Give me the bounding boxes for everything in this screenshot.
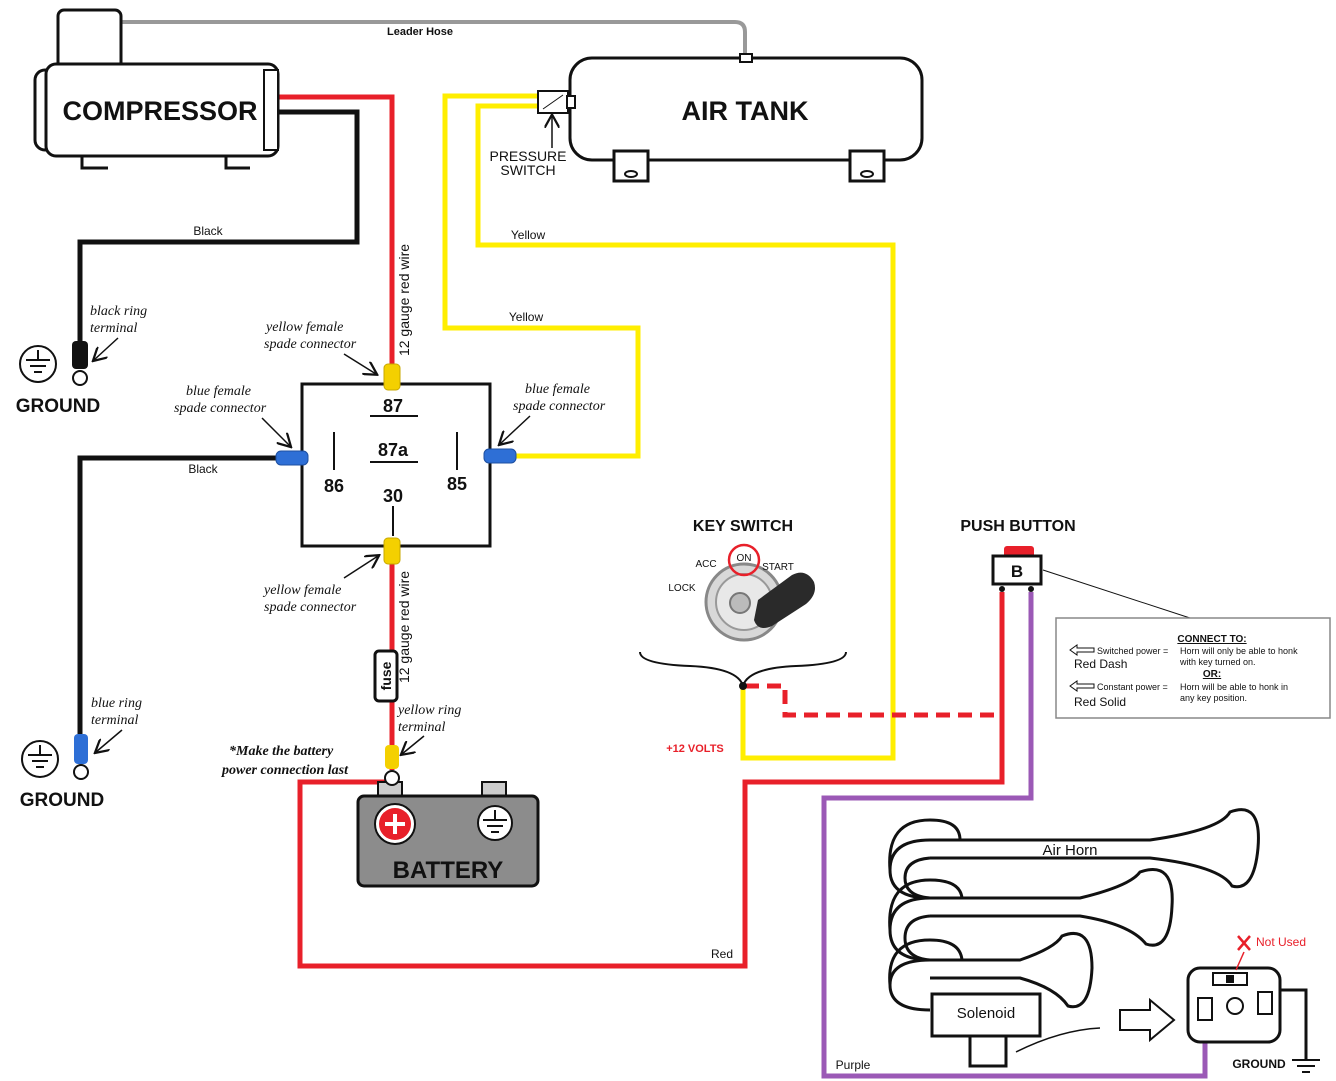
black-mid-label: Black [188,462,218,476]
legend-or: OR: [1203,669,1221,680]
yellow-female-bottom-label-2: spade connector [264,600,357,615]
red-wire-pushbutton [297,592,1005,969]
ground-icon [21,740,59,778]
red-wire-label-bottom: 12 gauge red wire [396,571,412,683]
key-icon [754,572,815,628]
air-tank: AIR TANK [568,53,924,183]
key-acc-label: ACC [695,559,716,570]
legend-switched-desc-1: Horn will only be able to honk [1180,646,1298,656]
black-top-label: Black [193,224,223,238]
black-ring-label-1: black ring [90,304,147,319]
not-used-label: Not Used [1256,935,1306,949]
relay-pin-30: 30 [383,486,403,506]
leader-hose-label: Leader Hose [387,26,453,38]
key-lock-label: LOCK [668,583,696,594]
ground-3-label: GROUND [1232,1057,1286,1071]
yellow-ring-terminal [385,745,399,769]
push-button-letter: B [1011,562,1023,581]
yellow-top-label: Yellow [511,228,546,242]
purple-label: Purple [836,1058,871,1072]
black-ring-label-2: terminal [90,321,138,336]
air-tank-label: AIR TANK [682,96,809,126]
plus-12v-label: +12 VOLTS [666,743,724,755]
relay-pin-87a: 87a [378,440,409,460]
air-horn [888,808,1260,1012]
ground-2: GROUND [20,734,104,811]
push-button-label: PUSH BUTTON [960,518,1075,535]
yellow-wire-key [475,103,896,761]
battery-note-2: power connection last [221,763,349,778]
relay: 87 87a 86 85 30 [300,382,492,548]
key-switch: KEY SWITCH ON ACC START LOCK [639,518,847,690]
legend-title: CONNECT TO: [1177,634,1246,645]
red-wire-label-top: 12 gauge red wire [396,244,412,356]
yellow-wire-relay [442,93,641,459]
blue-female-right-label-1: blue female [525,382,590,397]
leader-hose [122,20,747,58]
legend-switched-desc-2: with key turned on. [1179,657,1256,667]
red-wire-compressor [275,94,395,370]
red-bottom-label: Red [711,947,733,961]
blue-connector-right [483,448,517,464]
legend-constant-label: Constant power = [1097,682,1168,692]
red-dash-wire [745,683,1002,718]
black-wire-compressor [77,109,360,345]
blue-female-left-label-2: spade connector [174,401,267,416]
ground-icon [19,345,57,383]
yellow-female-top-label-1: yellow female [264,320,343,335]
ground-2-label: GROUND [20,790,104,811]
blue-ring-label-2: terminal [91,713,139,728]
yellow-female-bottom-label-1: yellow female [262,583,341,598]
relay-pin-85: 85 [447,474,467,494]
blue-connector-left [275,450,309,466]
yellow-female-top-label-2: spade connector [264,337,357,352]
blue-female-right-label-2: spade connector [513,399,606,414]
compressor: COMPRESSOR [33,8,280,170]
battery-label: BATTERY [393,857,504,884]
legend-red-dash: Red Dash [1074,657,1127,671]
solenoid-terminal: Not Used GROUND [1186,935,1320,1073]
solenoid-ground-wire [1270,988,1308,1060]
blue-ring-label-1: blue ring [91,696,142,711]
yellow-connector-top [383,363,401,391]
key-start-label: START [762,562,794,573]
legend-constant-desc-2: any key position. [1180,693,1247,703]
arrow-right-icon [1119,997,1176,1043]
pressure-switch-label-2: SWITCH [500,162,555,178]
fuse-label: fuse [378,661,394,690]
fuse: fuse [373,649,399,703]
compressor-label: COMPRESSOR [62,96,257,126]
purple-wire [821,592,1208,1079]
battery: BATTERY [356,781,540,888]
relay-pin-87: 87 [383,396,403,416]
not-used-x-icon [1237,935,1251,951]
legend-constant-desc-1: Horn will be able to honk in [1180,682,1288,692]
solenoid: Solenoid [930,992,1176,1068]
ground-1: GROUND [16,341,100,417]
blue-female-left-label-1: blue female [186,384,251,399]
legend-box: CONNECT TO: Switched power = Horn will o… [1055,617,1331,719]
solenoid-label: Solenoid [957,1005,1015,1022]
yellow-ring-label-2: terminal [398,720,446,735]
push-button: PUSH BUTTON B [960,518,1191,619]
battery-note-1: *Make the battery [229,744,334,759]
pressure-switch-label-1: PRESSURE [489,148,566,164]
key-on-label: ON [737,553,752,564]
key-switch-label: KEY SWITCH [693,518,793,535]
yellow-ring-label-1: yellow ring [396,703,461,718]
battery-ground-icon [477,805,513,841]
yellow-mid-label: Yellow [509,310,544,324]
legend-switched-label: Switched power = [1097,646,1168,656]
ground-icon [1292,1059,1320,1073]
relay-pin-86: 86 [324,476,344,496]
black-wire-relay [77,455,280,738]
air-horn-label: Air Horn [1042,842,1097,859]
legend-red-solid: Red Solid [1074,695,1126,709]
pressure-switch: PRESSURE SWITCH [489,90,576,178]
yellow-connector-bottom [383,537,401,565]
ground-1-label: GROUND [16,396,100,417]
